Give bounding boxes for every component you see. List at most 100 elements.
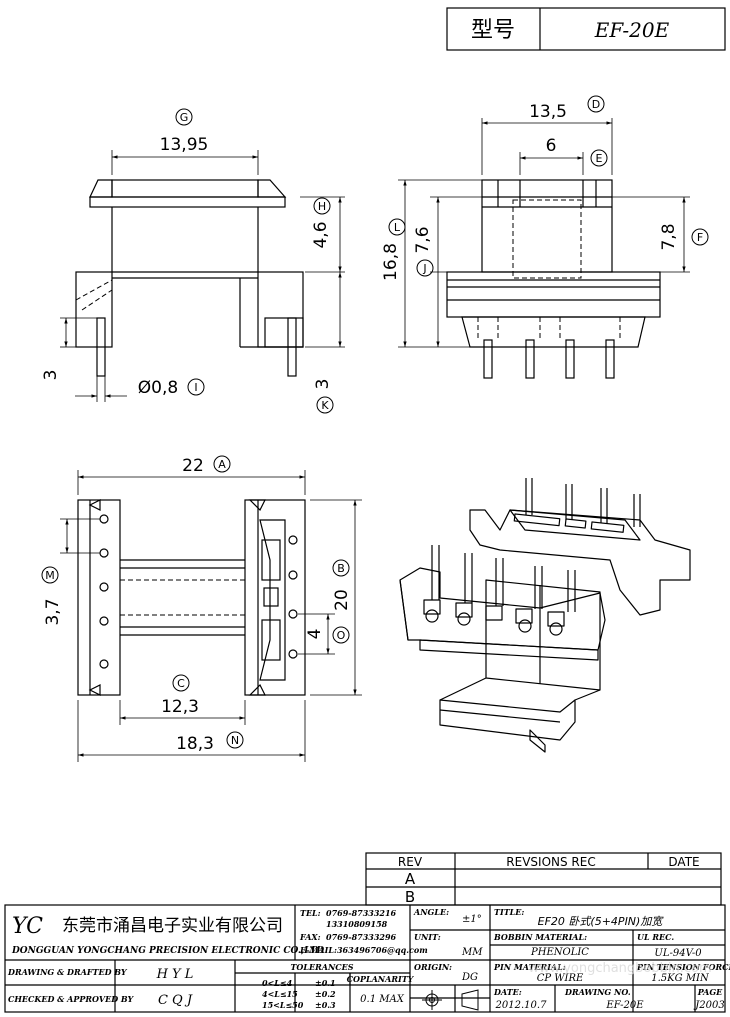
callout-i <box>187 378 205 396</box>
drawn-value: H Y L <box>156 967 194 982</box>
letter-g: G <box>180 111 189 124</box>
company-name-en: DONGGUAN YONGCHANG PRECISION ELECTRONIC … <box>11 946 324 956</box>
letter-d: D <box>592 98 600 111</box>
letter-n: N <box>231 734 239 747</box>
tel-label: TEL: <box>300 908 321 918</box>
callout-g <box>175 108 193 126</box>
tol-value-3: ±0.3 <box>315 1000 336 1010</box>
top-view <box>77 499 306 696</box>
pin-value: CP WIRE <box>537 973 584 984</box>
callout-b <box>332 559 350 577</box>
watermark: www.yongchangbobbin.com <box>528 961 711 976</box>
dim-g: 13,95 <box>160 135 209 155</box>
company-name-cn: 东莞市涌昌电子实业有限公司 <box>62 916 283 936</box>
fax-label: FAX: <box>299 932 321 942</box>
side-view <box>446 179 661 379</box>
letter-e: E <box>596 152 603 165</box>
letter-f: F <box>697 231 703 244</box>
rev-row-b: B <box>405 888 415 906</box>
ul-label: UL REC. <box>637 932 674 942</box>
dim-n: 18,3 <box>176 734 214 754</box>
dwgno-label: DRAWING NO. <box>564 987 631 997</box>
tension-value: 1.5KG MIN <box>651 973 710 984</box>
callout-e <box>590 149 608 167</box>
dwgno-value: EF-20E <box>605 1000 644 1011</box>
page-value: J2003 <box>693 1000 724 1011</box>
title-block <box>4 904 726 1013</box>
dim-d: 13,5 <box>529 102 567 122</box>
tol-range-2: 4<L≤15 <box>262 989 298 999</box>
rev-col-rev: REV <box>398 855 423 869</box>
page-label: PAGE <box>697 987 723 997</box>
rev-col-date: DATE <box>668 855 699 869</box>
dim-e: 6 <box>546 136 557 156</box>
bobbin-label: BOBBIN MATERIAL: <box>493 932 587 942</box>
dim-k-top: 3 <box>41 370 61 381</box>
dim-a: 22 <box>182 456 204 476</box>
company-logo: YC <box>12 914 43 939</box>
ul-value: UL-94V-0 <box>654 948 702 959</box>
letter-c: C <box>177 677 185 690</box>
tol-range-1: 0<L≤4 <box>262 978 293 988</box>
projection-symbol <box>422 989 479 1011</box>
callout-j <box>416 259 434 277</box>
angle-value: ±1° <box>462 914 482 925</box>
model-header <box>446 7 726 51</box>
unit-label: UNIT: <box>414 932 441 942</box>
checked-value: C Q J <box>158 993 193 1008</box>
origin-label: ORIGIN: <box>414 962 452 972</box>
coplan-value: 0.1 MAX <box>360 994 405 1005</box>
letter-b: B <box>337 562 345 575</box>
callout-d <box>587 95 605 113</box>
origin-value: DG <box>461 972 478 983</box>
rev-col-rec: REVSIONS REC <box>506 855 595 869</box>
dim-i: Ø0,8 <box>138 378 178 398</box>
callout-m <box>41 566 59 584</box>
letter-i: I <box>194 381 197 394</box>
dim-m: 3,7 <box>43 598 63 625</box>
model-number: EF-20E <box>594 18 670 42</box>
tol-value-2: ±0.2 <box>315 989 336 999</box>
dim-c: 12,3 <box>161 697 199 717</box>
callout-l <box>388 218 406 236</box>
rev-row-a: A <box>405 870 416 888</box>
dim-b: 20 <box>332 589 352 611</box>
tension-label: PIN TENSION FORCE <box>636 962 730 972</box>
callout-n <box>226 731 244 749</box>
dim-h: 4,6 <box>311 221 331 248</box>
letter-j: J <box>422 262 426 275</box>
letter-o: O <box>337 629 346 642</box>
title-label: TITLE: <box>494 907 524 917</box>
front-view <box>75 179 304 377</box>
letter-a: A <box>218 458 226 471</box>
fax-value: 0769-87333296 <box>326 932 397 942</box>
letter-l: L <box>394 221 401 234</box>
drawn-label: DRAWING & DRAFTED BY <box>7 967 128 977</box>
tel-value: 0769-87333216 <box>326 908 397 918</box>
callout-k <box>316 396 334 414</box>
callout-a <box>213 455 231 473</box>
tel2-value: 13310809158 <box>326 919 388 929</box>
bobbin-value: PHENOLIC <box>530 947 589 958</box>
tol-value-1: ±0.1 <box>315 978 336 988</box>
letter-k: K <box>321 399 329 412</box>
callout-o <box>332 626 350 644</box>
model-label: 型号 <box>471 18 515 43</box>
dim-k-bot: 3 <box>313 379 333 390</box>
title-value: EF20 卧式(5+4PIN)加宽 <box>538 915 665 928</box>
unit-value: MM <box>461 947 483 958</box>
date-label: DATE: <box>493 987 522 997</box>
callout-h <box>313 197 331 215</box>
tol-range-3: 15<L≤50 <box>262 1000 304 1010</box>
checked-label: CHECKED & APPROVED BY <box>8 994 135 1004</box>
date-value: 2012.10.7 <box>495 1000 548 1011</box>
callout-c <box>172 674 190 692</box>
dim-o: 4 <box>305 629 325 640</box>
letter-m: M <box>45 569 55 582</box>
letter-h: H <box>318 200 326 213</box>
pin-label: PIN MATERIAL: <box>493 962 566 972</box>
coplan-label: COPLANARITY <box>347 974 415 984</box>
dim-l: 16,8 <box>381 243 401 281</box>
tol-label: TOLERANCES <box>290 962 353 972</box>
